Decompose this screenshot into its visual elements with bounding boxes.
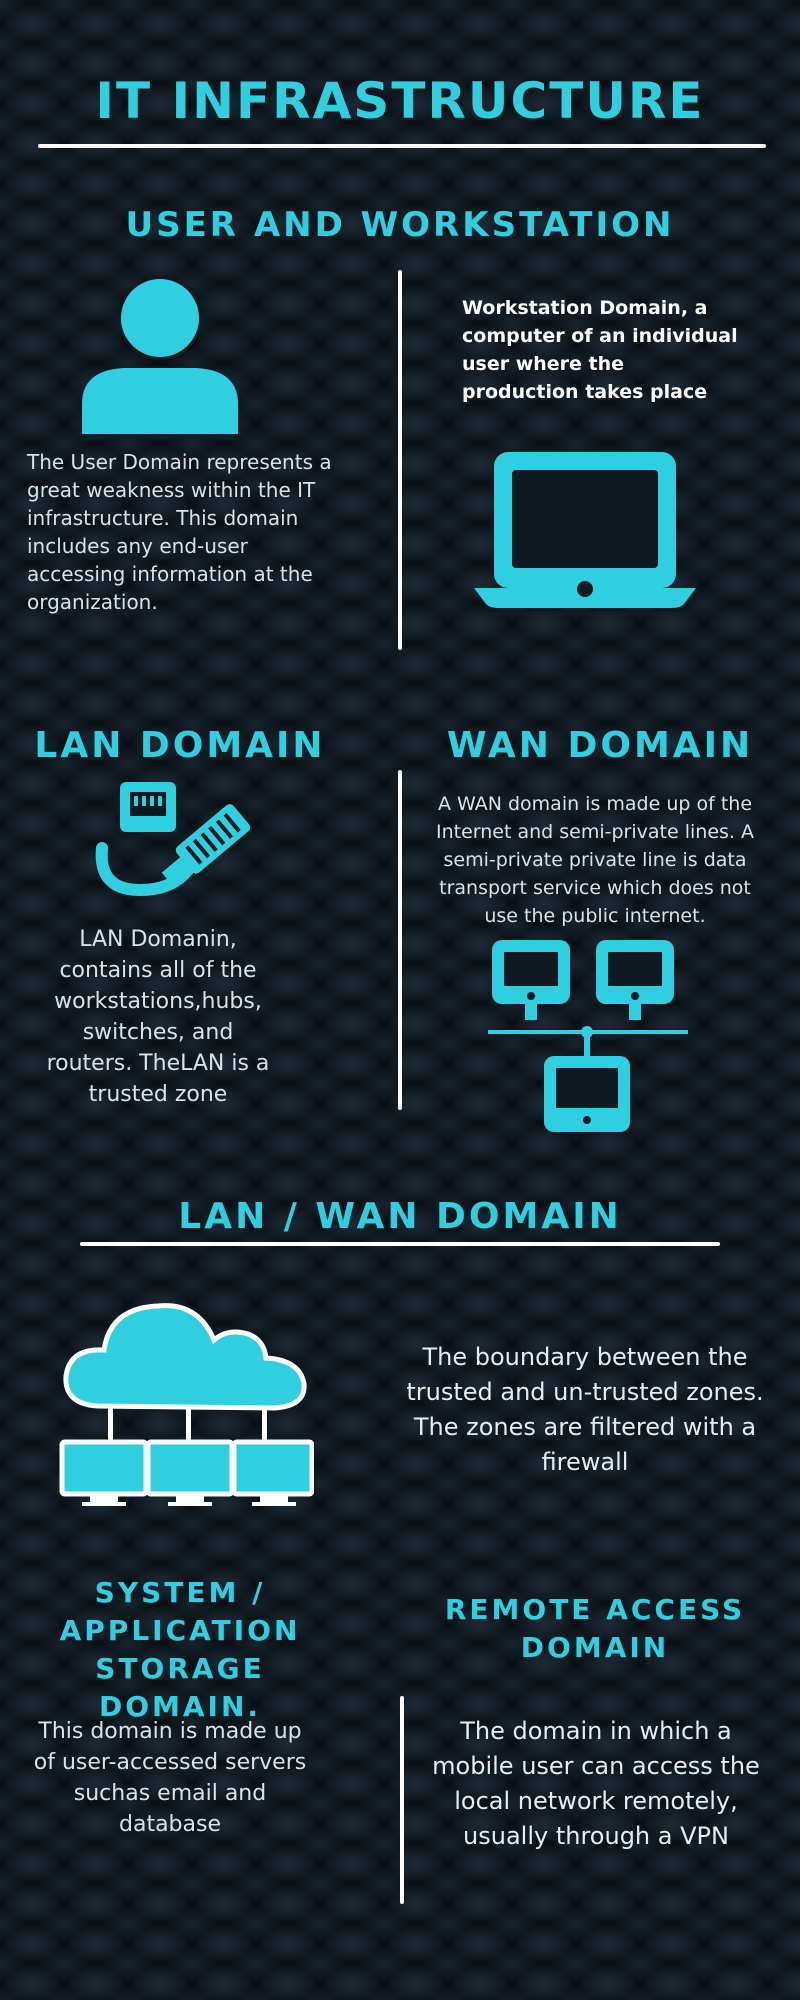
remote-heading-line2: DOMAIN [520,1631,670,1664]
lan-wan-divider [398,770,402,1110]
remote-heading-line1: REMOTE ACCESS [444,1593,746,1626]
lan-domain-heading: LAN DOMAIN [34,725,326,766]
lan-domain-text: LAN Domanin, contains all of the worksta… [46,927,270,1107]
user-icon [80,278,240,436]
remote-access-text: The domain in which a mobile user can ac… [432,1717,760,1850]
cloud-network-icon [58,1292,315,1514]
lan-wan-text-boundary: The boundary between the trusted and un-… [406,1343,764,1406]
remote-access-heading: REMOTE ACCESS DOMAIN [420,1591,770,1667]
title-underline [38,144,766,148]
system-heading-line2: APPLICATION [59,1614,301,1647]
network-computers-icon [484,938,690,1136]
lan-wan-domain-heading: LAN / WAN DOMAIN [178,1196,622,1237]
system-heading-line3: STORAGE DOMAIN. [95,1652,265,1723]
ethernet-cable-icon [92,778,262,897]
bottom-divider [400,1696,404,1904]
laptop-icon [474,452,696,610]
system-application-heading: SYSTEM / APPLICATION STORAGE DOMAIN. [10,1574,350,1726]
system-application-text: This domain is made up of user-accessed … [33,1719,307,1837]
user-workstation-heading: USER AND WORKSTATION [125,205,675,245]
system-heading-line1: SYSTEM / [94,1576,266,1609]
wan-domain-heading: WAN DOMAIN [446,725,754,766]
page-title: IT INFRASTRUCTURE [95,72,705,130]
user-domain-text: The User Domain represents a great weakn… [27,450,332,614]
lan-wan-underline [80,1242,720,1246]
workstation-domain-text: Workstation Domain, a computer of an ind… [462,297,738,403]
lan-wan-text: The boundary between the trusted and un-… [400,1340,770,1480]
lan-wan-text-firewall: The zones are filtered with a firewall [413,1413,757,1476]
user-workstation-divider [398,270,402,650]
wan-domain-text: A WAN domain is made up of the Internet … [436,793,754,927]
